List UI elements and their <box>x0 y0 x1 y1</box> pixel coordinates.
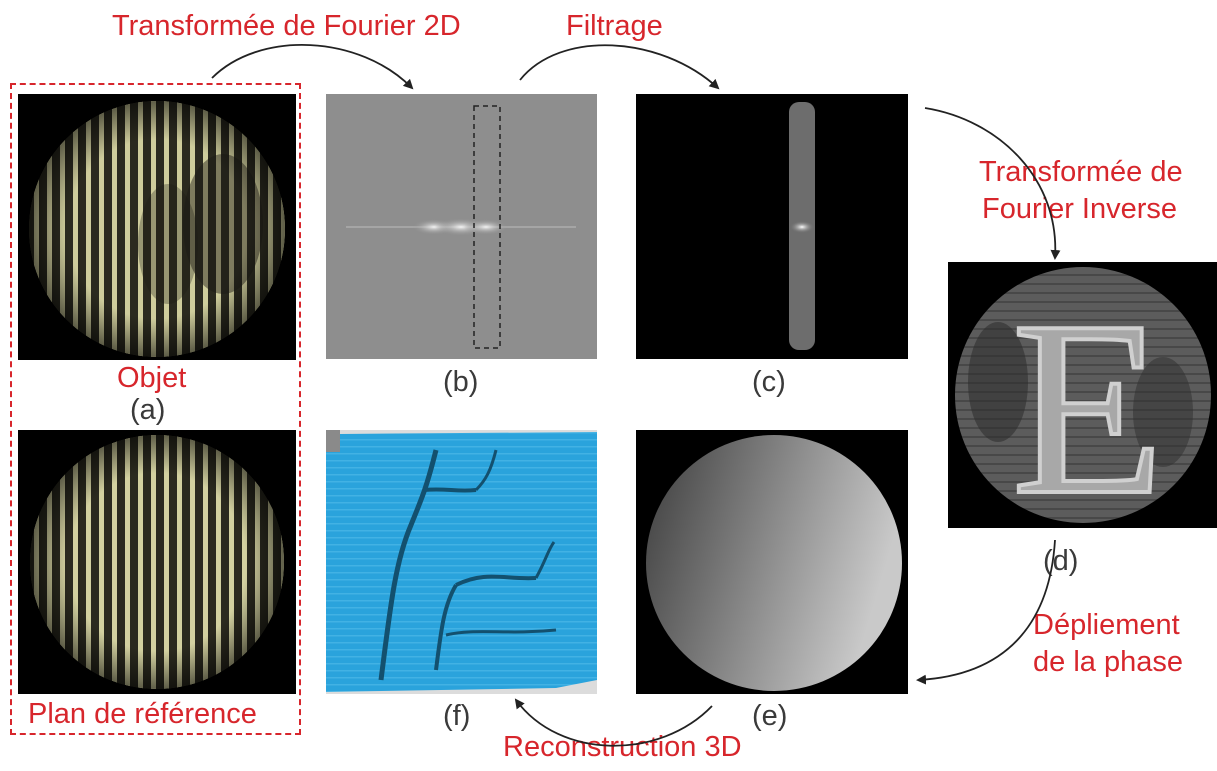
step-reconstruction-3d: Reconstruction 3D <box>503 731 742 763</box>
object-label: Objet <box>117 362 187 394</box>
unwrapped-phase-image <box>636 430 908 694</box>
arrow-fft <box>211 44 414 90</box>
fourier-spectrum-image <box>326 94 597 359</box>
fringe-image-reference <box>18 430 296 694</box>
step-inverse-fourier-line2: Fourier Inverse <box>982 193 1178 225</box>
step-phase-unwrap-line1: Dépliement <box>1033 609 1180 641</box>
filtered-spectrum-image <box>636 94 908 359</box>
panel-b-label: (b) <box>443 366 479 398</box>
step-inverse-fourier-line1: Transformée de <box>979 156 1183 188</box>
panel-f-label: (f) <box>443 700 471 732</box>
fringe-image-object <box>18 94 296 360</box>
panel-e-label: (e) <box>752 700 788 732</box>
step-filtering: Filtrage <box>566 10 663 42</box>
panel-c-label: (c) <box>752 366 786 398</box>
panel-a-label: (a) <box>130 394 166 426</box>
arrow-filter <box>519 44 720 90</box>
object-reference-group-box <box>10 83 301 735</box>
step-phase-unwrap-line2: de la phase <box>1033 646 1183 678</box>
reconstruction-3d-image <box>326 430 597 694</box>
wrapped-phase-image: E <box>948 262 1217 528</box>
panel-d-label: (d) <box>1043 545 1079 577</box>
svg-text:E: E <box>1012 270 1165 528</box>
reference-plane-label: Plan de référence <box>28 698 257 730</box>
step-fourier-2d: Transformée de Fourier 2D <box>112 10 461 42</box>
